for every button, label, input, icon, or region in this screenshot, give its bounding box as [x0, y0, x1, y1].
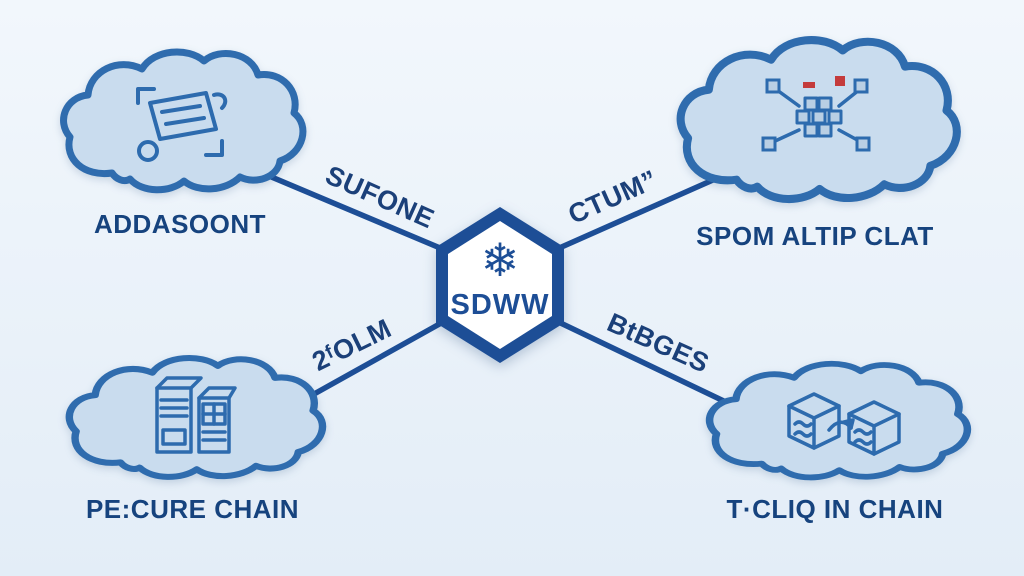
cloud-outline: [65, 355, 327, 480]
hexagon-shape: [436, 207, 564, 363]
document-scanner-icon: [136, 87, 228, 162]
snowflake-icon: ❄: [480, 234, 520, 286]
vending-machines-icon: [155, 376, 237, 454]
node-label-bottom-left: PE:CURE CHAIN: [85, 494, 300, 524]
edge-line-bottom-left: [295, 314, 455, 406]
center-label: SDWW: [450, 289, 550, 321]
cloud-shape: [665, 32, 965, 217]
edge-line-bottom-right: [545, 314, 733, 407]
red-square-accent: [835, 76, 845, 86]
cloud-shape: [50, 45, 310, 205]
node-bottom-right: T·CLIQ IN CHAIN: [695, 358, 975, 525]
node-label-top-left: ADDASOONT: [93, 209, 267, 239]
center-hexagon: ❄ SDWW: [428, 203, 572, 367]
edge-line-top-left: [252, 167, 455, 256]
node-label-top-right: SPOM ALTIP CLAT: [696, 220, 934, 251]
node-top-right: SPOM ALTIP CLAT: [665, 32, 965, 252]
shipping-crates-icon: [787, 392, 901, 456]
node-label-bottom-right: T·CLIQ IN CHAIN: [726, 494, 944, 524]
edge-line-top-right: [545, 165, 743, 256]
red-dash-accent: [803, 82, 815, 88]
chip-network-icon: [761, 76, 871, 152]
node-top-left: ADDASOONT: [50, 45, 310, 240]
cloud-shape: [55, 352, 330, 490]
cloud-shape: [695, 358, 975, 490]
node-bottom-left: PE:CURE CHAIN: [55, 352, 330, 525]
